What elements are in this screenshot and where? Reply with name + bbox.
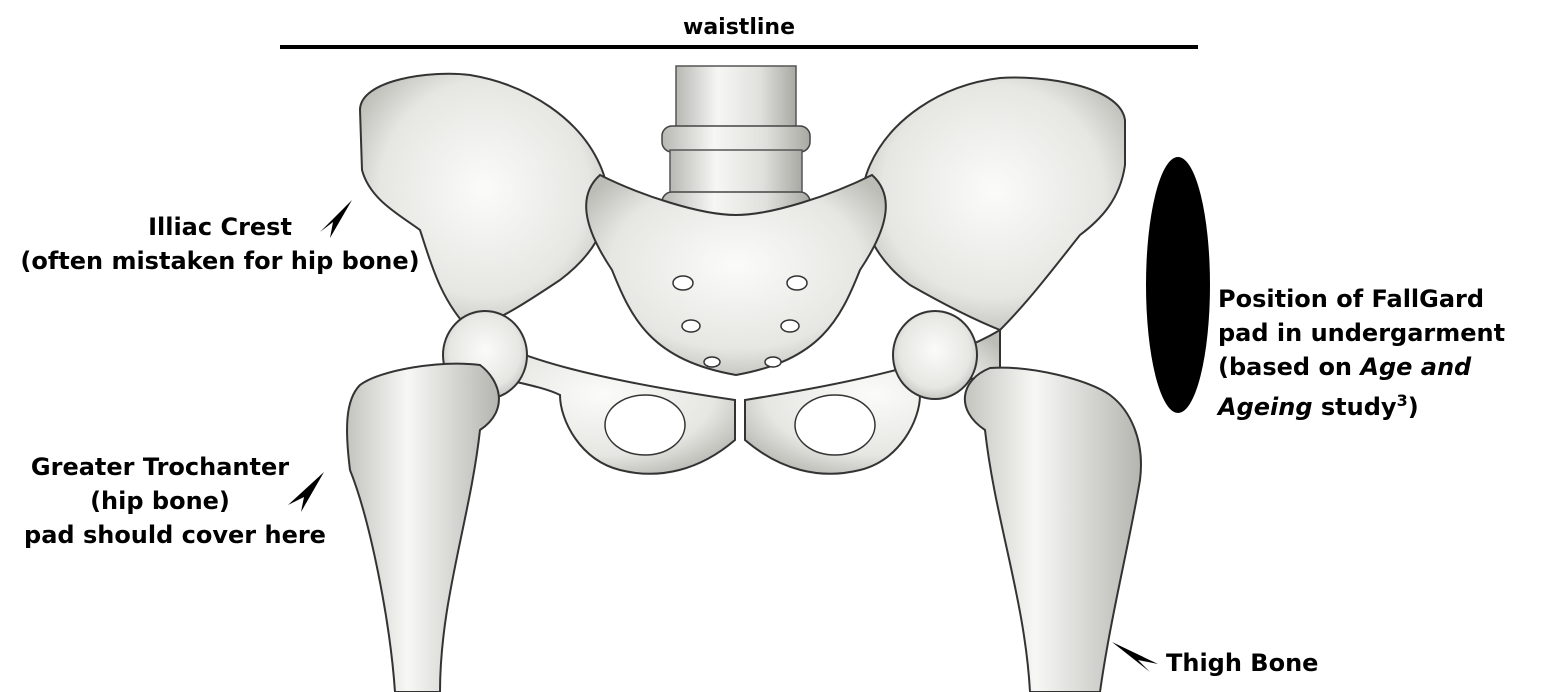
thigh-bone-label: Thigh Bone <box>1166 646 1366 680</box>
pad-position-line1: Position of FallGard <box>1218 282 1548 316</box>
pad-position-superscript: 3 <box>1397 391 1408 410</box>
pad-position-line4: Ageing study3) <box>1218 384 1548 424</box>
pad-position-line2: pad in undergarment <box>1218 316 1548 350</box>
pad-position-line3-prefix: (based on <box>1218 353 1360 381</box>
pad-position-label: Position of FallGard pad in undergarment… <box>1218 282 1548 424</box>
greater-trochanter-note: pad should cover here <box>0 518 355 552</box>
lumbar-spine <box>662 66 810 216</box>
fallgard-pad <box>1146 157 1210 413</box>
obturator-foramen-left <box>605 395 685 455</box>
pad-position-line4-suffix: study <box>1313 393 1397 421</box>
greater-trochanter-label: Greater Trochanter (hip bone) pad should… <box>0 450 320 552</box>
illiac-crest-subtitle: (often mistaken for hip bone) <box>15 244 425 278</box>
pad-position-line3: (based on Age and <box>1218 350 1548 384</box>
greater-trochanter-subtitle: (hip bone) <box>0 484 320 518</box>
illiac-crest-label: Illiac Crest (often mistaken for hip bon… <box>70 210 370 278</box>
left-ilium <box>360 74 608 330</box>
pad-position-close: ) <box>1408 393 1419 421</box>
pad-position-line3-italic: Age and <box>1360 353 1471 381</box>
illiac-crest-title: Illiac Crest <box>70 210 370 244</box>
obturator-foramen-right <box>795 395 875 455</box>
left-femur <box>347 311 527 692</box>
greater-trochanter-title: Greater Trochanter <box>0 450 320 484</box>
arrow-thigh-bone <box>1112 642 1158 672</box>
right-ilium <box>862 77 1125 330</box>
pad-position-line4-italic: Ageing <box>1218 393 1313 421</box>
right-femur <box>893 311 1141 692</box>
